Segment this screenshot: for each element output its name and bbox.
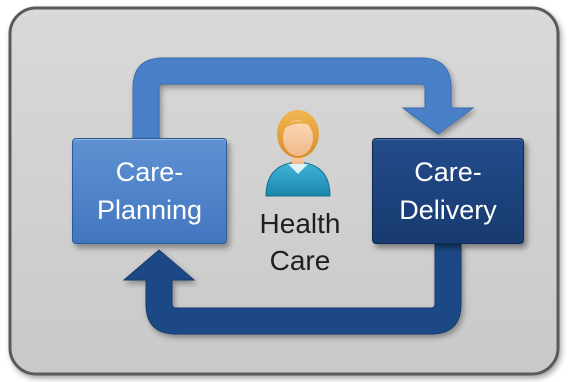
- health-care-label-line1: Health: [259, 208, 341, 239]
- care-planning-node: Care- Planning: [72, 138, 227, 244]
- person-icon: [265, 110, 331, 197]
- health-care-label-line2: Care: [269, 245, 331, 276]
- care-delivery-node: Care- Delivery: [372, 138, 524, 244]
- care-delivery-label-line2: Delivery: [399, 195, 497, 225]
- health-care-label: Health Care: [232, 205, 368, 279]
- bottom-cycle-arrow: [122, 243, 462, 335]
- care-planning-label-line2: Planning: [96, 195, 203, 225]
- care-planning-label-line1: Care-: [115, 157, 184, 187]
- top-cycle-arrow: [132, 57, 475, 141]
- care-delivery-label-line1: Care-: [414, 157, 482, 187]
